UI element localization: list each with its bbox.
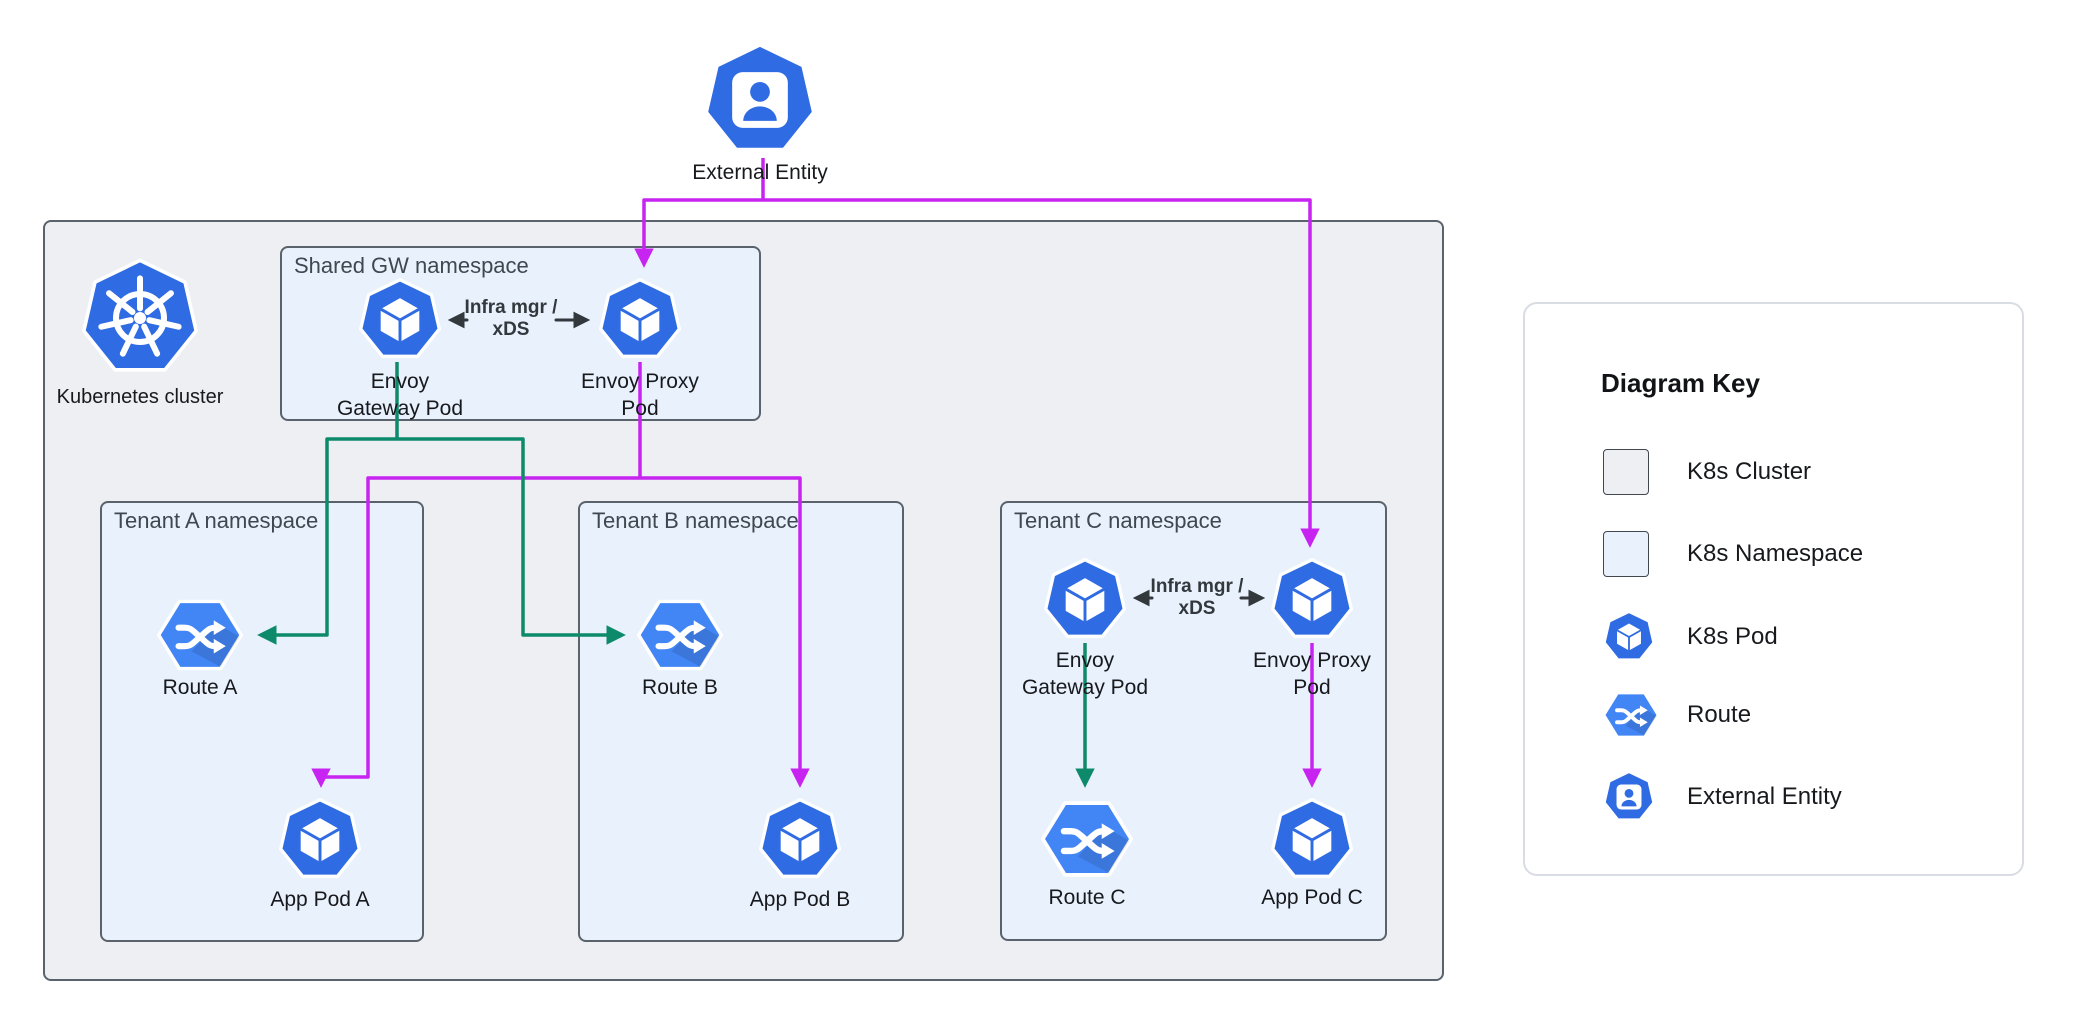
key-label-k8s-cluster: K8s Cluster (1687, 458, 1812, 485)
route-b-icon (637, 597, 723, 673)
app-pod-c-icon (1270, 798, 1354, 882)
shared-envoy-gateway-pod-label: Envoy Gateway Pod (336, 370, 464, 420)
key-row-k8s-namespace: K8s Namespace (1603, 531, 1863, 577)
key-label-k8s-namespace: K8s Namespace (1687, 540, 1864, 567)
external-entity-icon (702, 42, 818, 158)
route-a-label: Route A (162, 676, 238, 699)
key-label-external-entity: External Entity (1687, 783, 1842, 810)
k8s-namespace-swatch (1603, 531, 1649, 577)
tenant-c-envoy-gateway-pod-icon (1043, 558, 1127, 642)
tenant-b-namespace-box: Tenant B namespace (578, 501, 904, 942)
tenant-c-infra-xds-label: Infra mgr / xDS (1150, 576, 1244, 619)
kubernetes-cluster-icon (80, 258, 200, 378)
key-row-external-entity: External Entity (1603, 771, 1842, 823)
k8s-cluster-swatch (1603, 449, 1649, 495)
shared-gw-namespace-title: Shared GW namespace (294, 253, 529, 278)
tenant-c-envoy-proxy-pod-icon (1270, 558, 1354, 642)
key-external-entity-icon (1603, 771, 1655, 823)
shared-envoy-proxy-pod-icon (598, 278, 682, 362)
diagram-key-title: Diagram Key (1601, 368, 1760, 398)
shared-envoy-gateway-pod-icon (358, 278, 442, 362)
key-label-k8s-pod: K8s Pod (1687, 623, 1778, 650)
tenant-a-namespace-title: Tenant A namespace (114, 508, 319, 533)
route-a-icon (157, 597, 243, 673)
key-row-k8s-cluster: K8s Cluster (1603, 449, 1811, 495)
shared-infra-xds-label: Infra mgr / xDS (464, 297, 558, 340)
key-row-route: Route (1603, 691, 1751, 739)
route-c-label: Route C (1048, 886, 1126, 909)
tenant-b-namespace-title: Tenant B namespace (592, 508, 799, 533)
key-row-k8s-pod: K8s Pod (1603, 611, 1778, 663)
tenant-c-envoy-gateway-pod-label: Envoy Gateway Pod (1021, 649, 1149, 699)
route-c-icon (1041, 799, 1133, 879)
app-pod-a-label: App Pod A (270, 888, 370, 911)
shared-gw-namespace-box: Shared GW namespace (280, 246, 761, 421)
tenant-c-namespace-title: Tenant C namespace (1014, 508, 1222, 533)
shared-envoy-proxy-pod-label: Envoy Proxy Pod (581, 370, 699, 420)
kubernetes-cluster-label: Kubernetes cluster (56, 386, 224, 408)
external-entity-label: External Entity (692, 161, 828, 184)
route-b-label: Route B (642, 676, 718, 699)
diagram-key-panel: Diagram Key K8s Cluster K8s Namespace K8… (1523, 302, 2024, 876)
app-pod-b-label: App Pod B (749, 888, 851, 911)
app-pod-a-icon (278, 798, 362, 882)
app-pod-b-icon (758, 798, 842, 882)
key-pod-icon (1603, 611, 1655, 663)
key-label-route: Route (1687, 701, 1752, 728)
tenant-a-namespace-box: Tenant A namespace (100, 501, 424, 942)
tenant-c-envoy-proxy-pod-label: Envoy Proxy Pod (1253, 649, 1371, 699)
key-route-icon (1603, 691, 1659, 739)
app-pod-c-label: App Pod C (1261, 886, 1363, 909)
